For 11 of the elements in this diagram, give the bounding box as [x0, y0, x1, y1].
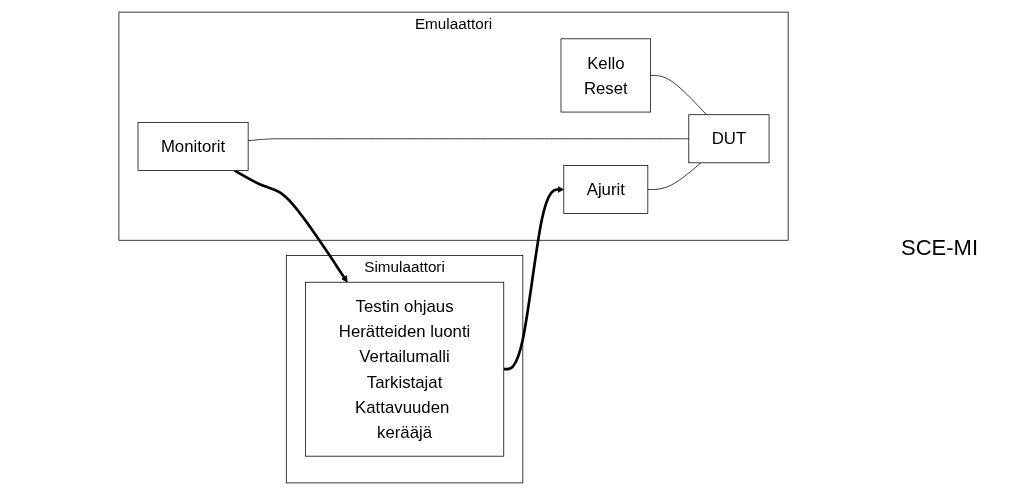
connector	[647, 162, 702, 190]
node-box: Ajurit	[563, 165, 649, 214]
arrow	[233, 169, 348, 283]
node-box: Monitorit	[137, 122, 249, 171]
connector	[650, 75, 707, 116]
arrow	[503, 186, 565, 371]
node-box: DUT	[688, 114, 770, 164]
node-box: Testin ohjaus Herätteiden luonti Vertailumalli Tarkistajat Kattavuuden kerääjä	[304, 281, 505, 457]
node-box: Kello Reset	[560, 38, 651, 113]
bus-label: SCE-MI	[901, 234, 979, 261]
connector	[247, 138, 690, 142]
